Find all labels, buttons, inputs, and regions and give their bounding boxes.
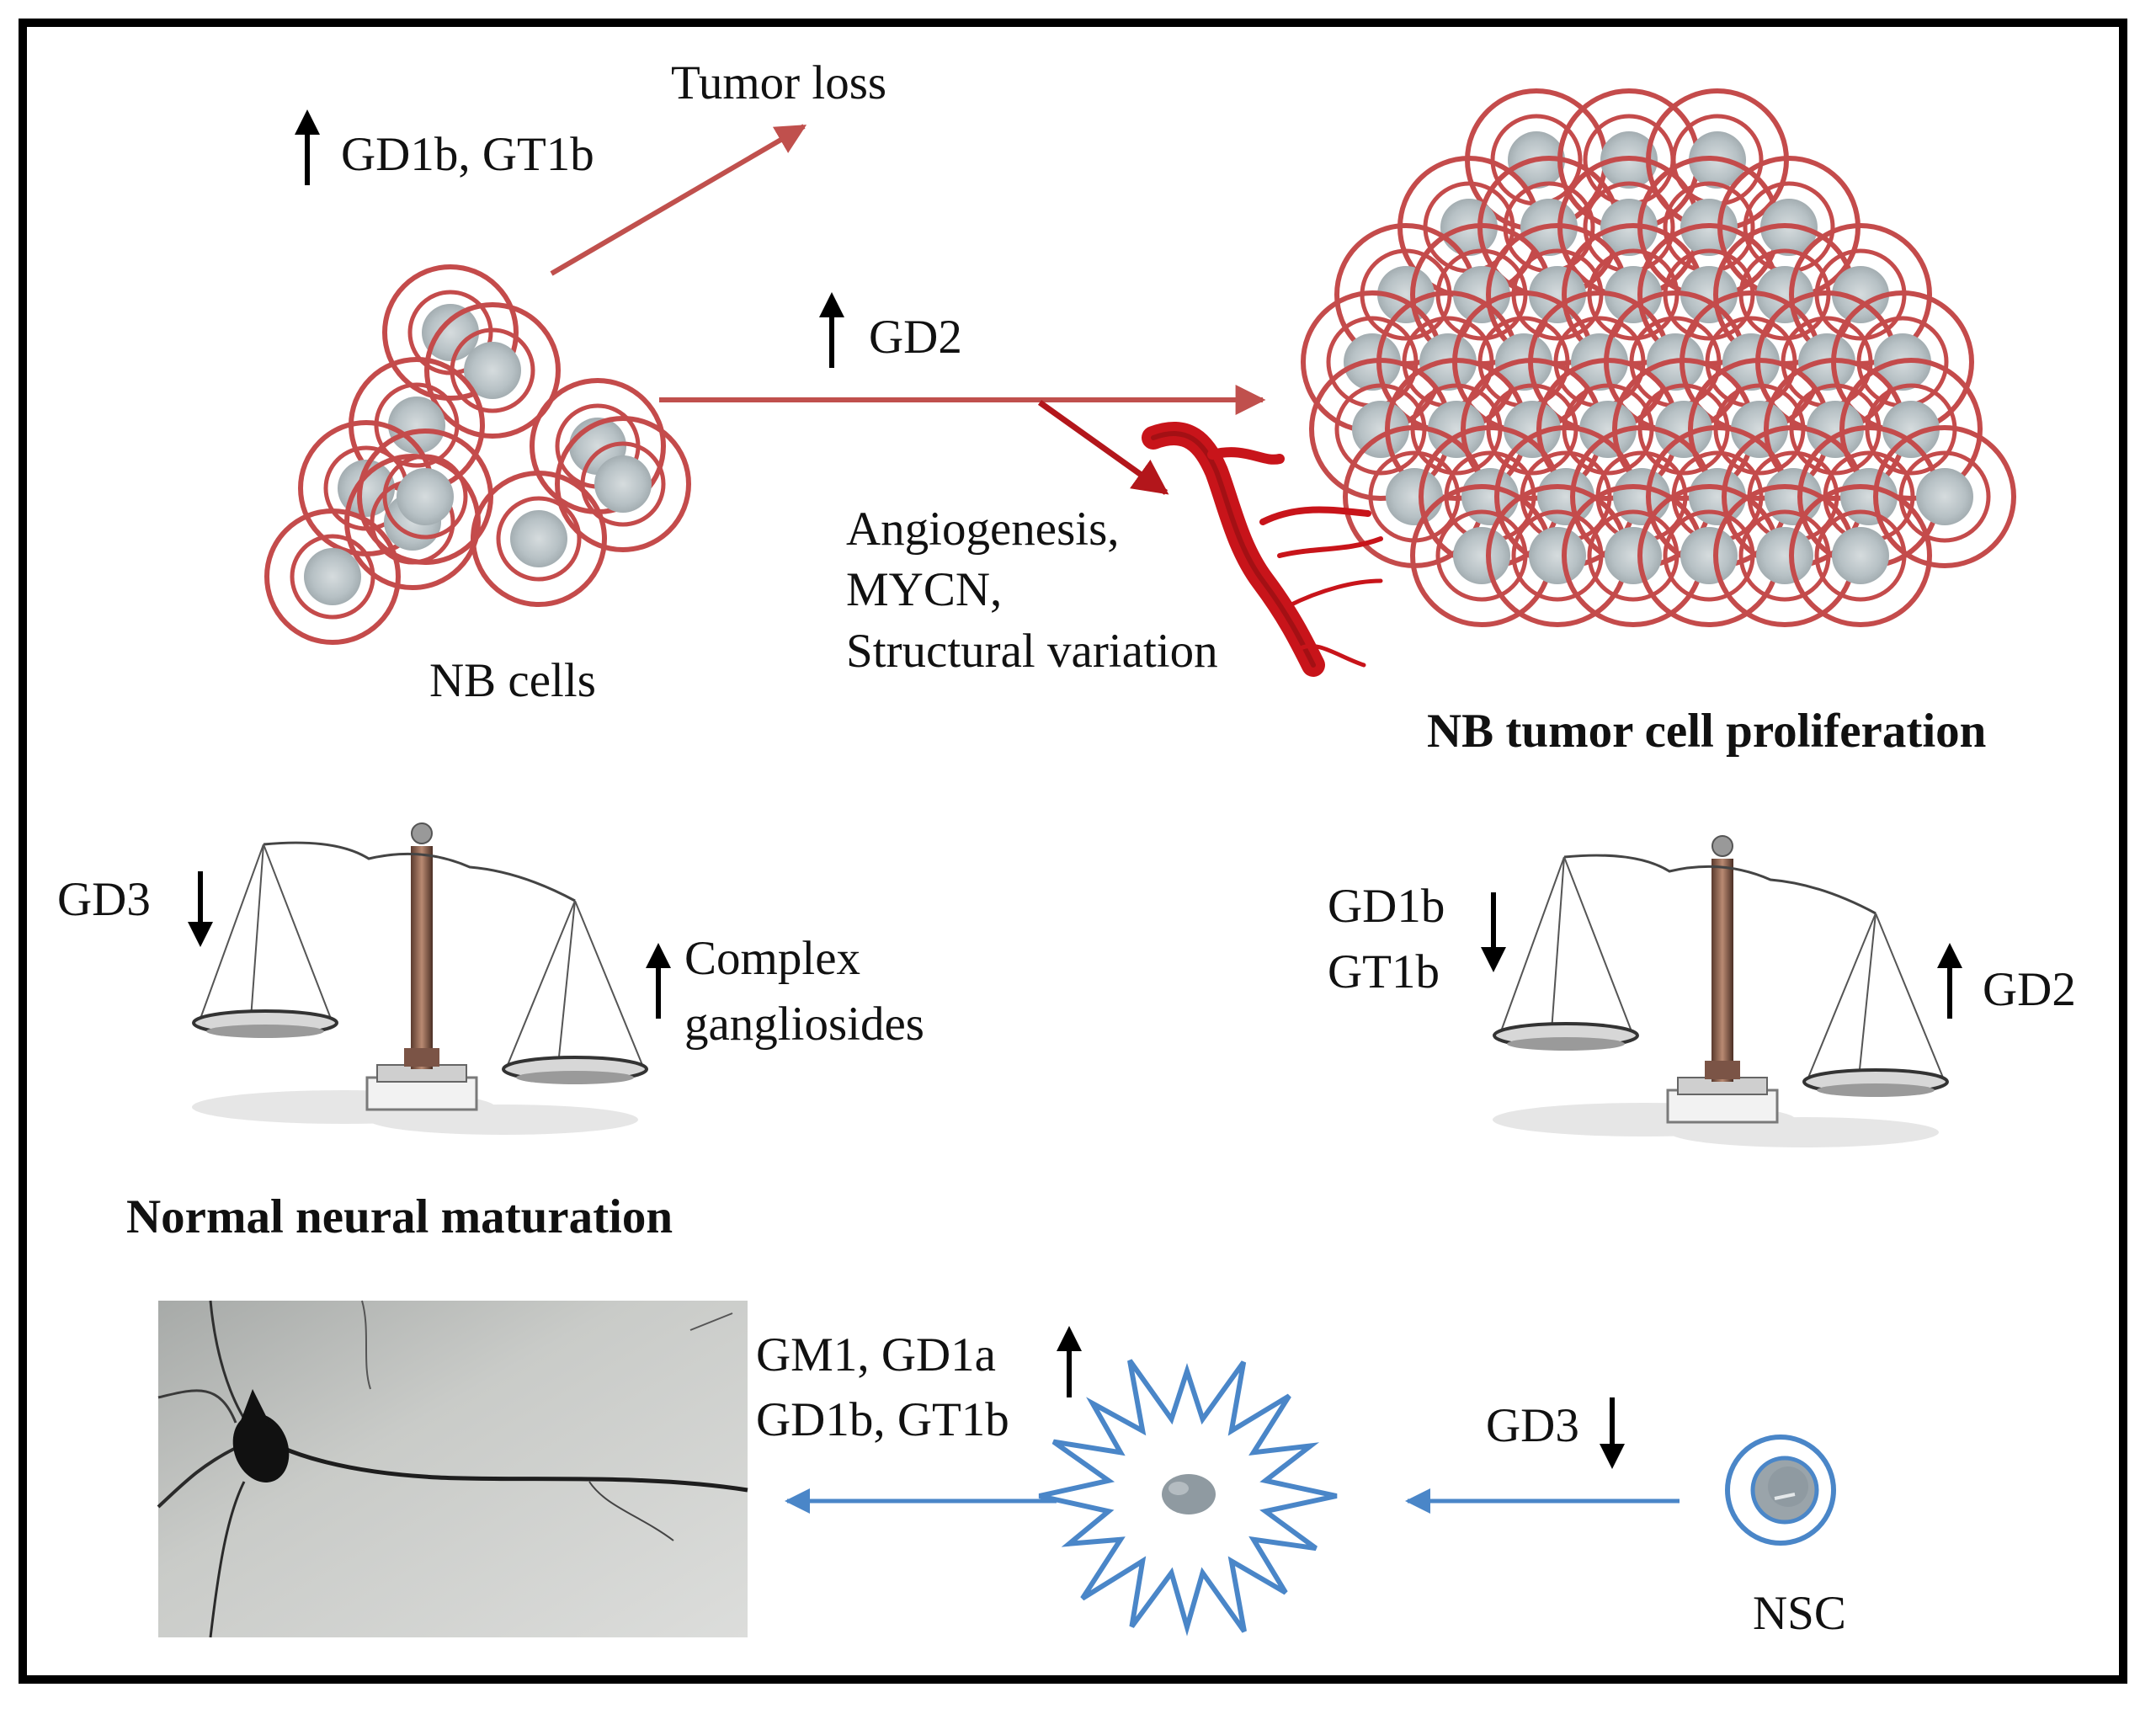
label-line: Complex <box>684 932 860 985</box>
nsc-label: NSC <box>1753 1587 1846 1640</box>
effect-line: Structural variation <box>846 624 1218 678</box>
tumor-loss-label: Tumor loss <box>671 56 887 109</box>
balance-scale-icon <box>1493 835 1949 1147</box>
label-line: GD1b, GT1b <box>756 1392 1009 1446</box>
label-line: GT1b <box>1328 945 1440 999</box>
right-scale-up-label: GD2 <box>1983 963 2076 1016</box>
nb-cell <box>1789 484 1932 627</box>
nb-cells-cluster <box>264 264 691 645</box>
effect-line: Angiogenesis, <box>846 503 1120 556</box>
gd2-label: GD2 <box>869 311 962 364</box>
label-line: gangliosides <box>684 998 924 1051</box>
tumor-loss-arrow <box>550 124 807 276</box>
label-line: GM1, GD1a <box>756 1328 996 1381</box>
differentiating-cell-icon <box>1038 1359 1338 1637</box>
left-scale-up-label: Complex gangliosides <box>684 926 924 1057</box>
nb-tumor-mass <box>1301 88 2016 627</box>
nb-cells-label: NB cells <box>429 654 596 707</box>
left-scale-down-label: GD3 <box>57 873 151 926</box>
top-markers-label: GD1b, GT1b <box>341 128 594 181</box>
nb-cell <box>555 416 691 552</box>
neural-stem-cell-icon <box>1725 1435 1836 1546</box>
balance-scale-icon <box>192 822 648 1135</box>
nb-cell <box>424 302 561 439</box>
effect-line: MYCN, <box>846 563 1003 617</box>
normal-maturation-title: Normal neural maturation <box>126 1190 673 1243</box>
blood-vessel-icon <box>1142 422 1383 677</box>
nb-cell <box>1410 484 1553 627</box>
nb-proliferation-title: NB tumor cell proliferation <box>1427 705 1987 758</box>
angiogenesis-arrow <box>1037 400 1169 495</box>
nb-cell <box>264 508 401 645</box>
nsc-gd3-label: GD3 <box>1486 1399 1579 1452</box>
nb-cell <box>357 428 493 565</box>
downstream-effects-label: Angiogenesis, MYCN, Structural variation <box>846 499 1218 682</box>
label-line: GD1b <box>1328 880 1445 933</box>
neuron-markers-label: GM1, GD1a GD1b, GT1b <box>756 1323 1009 1453</box>
right-scale-down-label: GD1b GT1b <box>1328 874 1445 1005</box>
neuron-photo <box>157 1300 748 1638</box>
